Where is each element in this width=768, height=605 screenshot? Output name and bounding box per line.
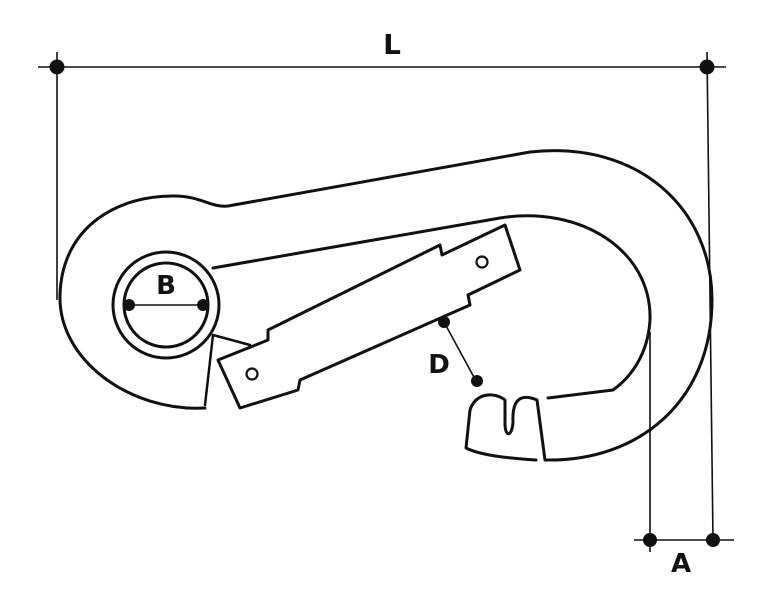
dimension-l-left-dot [49, 59, 65, 75]
gate-rivet-left [245, 367, 259, 381]
dimension-d-line [443, 321, 477, 382]
dimension-l: L [38, 28, 726, 541]
dimension-l-right-dot [699, 59, 715, 75]
eye-outer-circle [111, 250, 221, 360]
hook-inner-outline [211, 214, 652, 400]
hook-body [58, 149, 714, 462]
hook-eye-spur [203, 333, 252, 407]
dimension-b-left-dot [123, 299, 135, 311]
label-l: L [383, 28, 401, 61]
gate-rivet-right [475, 255, 489, 269]
eye-ring: B [111, 250, 221, 360]
dimension-a-right-dot [706, 533, 720, 547]
gate [216, 223, 522, 410]
hook-outer-outline [58, 149, 714, 462]
dimension-a: A [634, 332, 734, 579]
dimension-l-right-extension [706, 51, 714, 541]
gate-outline [216, 223, 522, 410]
dimension-b-right-dot [197, 299, 209, 311]
label-b: B [156, 271, 176, 301]
dimension-d-bottom-dot [471, 375, 483, 387]
dimension-d-top-dot [438, 316, 450, 328]
dimension-a-left-dot [643, 533, 657, 547]
label-d: D [428, 350, 450, 380]
label-a: A [671, 549, 691, 579]
dimension-d: D [428, 316, 483, 387]
